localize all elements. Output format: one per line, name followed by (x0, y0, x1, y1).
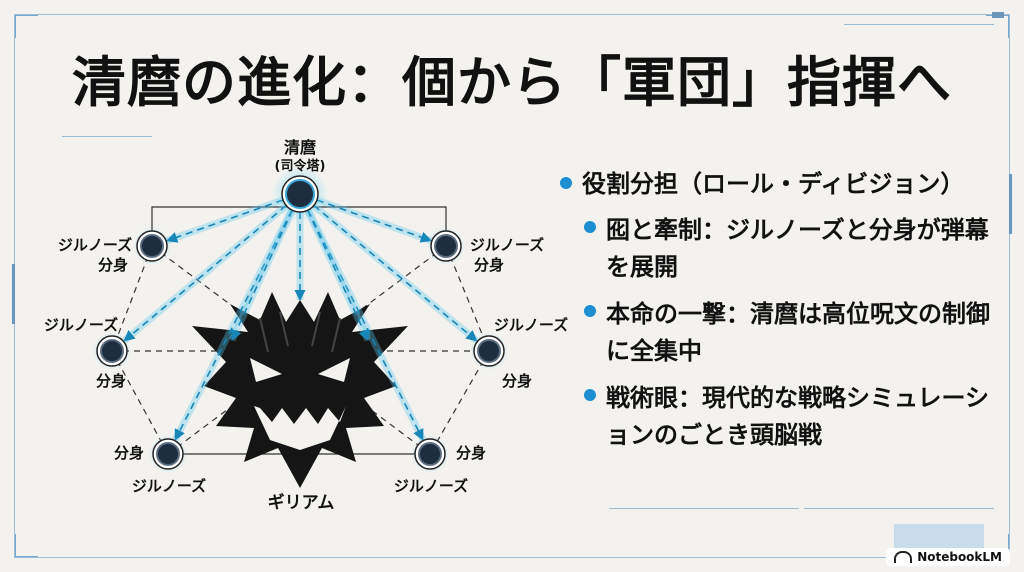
bullet-main: 役割分担（ロール・ディビジョン） (560, 168, 1000, 200)
frame-accent-left (12, 264, 15, 324)
bullet-dot (560, 177, 572, 189)
clone-upper-right-line1: ジルノーズ (469, 236, 545, 254)
bullet-dot (584, 389, 596, 401)
clone-node-mid-left (100, 339, 124, 363)
clone-lower-right-line2: ジルノーズ (393, 477, 469, 495)
clone-lower-left-line2: ジルノーズ (131, 477, 207, 495)
beam-upper-right (316, 199, 432, 243)
frame-corner-tl (14, 14, 38, 38)
army-diagram (93, 166, 508, 488)
bullet-dot (584, 305, 596, 317)
clone-lower-left-line1: 分身 (113, 444, 144, 462)
clone-mid-right-line1: ジルノーズ (493, 316, 569, 334)
hud-panel-bottom-right (894, 508, 994, 509)
notebooklm-logo: NotebookLM (886, 548, 1010, 566)
diagram-nodes (93, 166, 508, 473)
bullet-dot (584, 221, 596, 233)
clone-mid-left-line2: 分身 (95, 372, 126, 390)
logo-text: NotebookLM (917, 550, 1002, 564)
clone-node-mid-right (477, 339, 501, 363)
hud-panel-bottom-mid (804, 508, 904, 509)
commander-role: (司令塔) (274, 159, 326, 174)
commander-node (285, 179, 315, 209)
beam-to-enemy-left-glow (228, 208, 296, 342)
frame-bottom-line (14, 557, 1010, 558)
beam-to-enemy-right-glow (304, 208, 372, 342)
clone-upper-left-line1: ジルノーズ (57, 236, 133, 254)
clone-lower-right-line1: 分身 (455, 444, 486, 462)
clone-mid-left-line1: ジルノーズ (43, 316, 119, 334)
frame-accent-right (1009, 174, 1012, 234)
bullet-sub-text-3: 戦術眼：現代的な戦略シミュレーションのごとき頭脳戦 (606, 384, 990, 449)
notebooklm-logo-icon (894, 551, 913, 563)
bullet-list: 役割分担（ロール・ディビジョン） 囮と牽制：ジルノーズと分身が弾幕を展開 本命の… (560, 168, 1000, 454)
clone-node-lower-right (418, 442, 442, 466)
clone-mid-right-line2: 分身 (501, 372, 532, 390)
page-title: 清麿の進化：個から「軍団」指揮へ (72, 51, 952, 114)
bullet-sub-text-1: 囮と牽制：ジルノーズと分身が弾幕を展開 (606, 216, 989, 281)
frame-right-line (1009, 14, 1010, 558)
clone-upper-left-line2: 分身 (97, 256, 128, 274)
enemy-silhouette (192, 292, 408, 488)
hud-panel-bottom-left (609, 508, 799, 509)
beam-upper-left (166, 199, 284, 243)
frame-top-line (14, 14, 1010, 15)
bullet-main-text: 役割分担（ロール・ディビジョン） (582, 170, 965, 198)
clone-upper-right-line2: 分身 (473, 256, 504, 274)
beam-mid-right-glow (311, 202, 479, 344)
command-beams (122, 196, 479, 442)
enemy-name: ギリアム (267, 493, 335, 513)
hud-frame (12, 12, 1012, 558)
clone-node-upper-right (434, 234, 458, 258)
commander-name: 清麿 (283, 138, 316, 157)
clone-node-lower-left (156, 442, 180, 466)
bullet-sub-1: 囮と牽制：ジルノーズと分身が弾幕を展開 (584, 212, 1000, 286)
hud-panel-top-right (844, 24, 994, 25)
clone-node-upper-left (140, 234, 164, 258)
beam-mid-left-glow (122, 202, 289, 344)
frame-accent-top-right (992, 12, 1004, 18)
hud-panel-fill (894, 524, 984, 550)
beam-lower-left (174, 209, 293, 441)
bullet-sub-2: 本命の一撃：清麿は高位呪文の制御に全集中 (584, 296, 1000, 370)
hud-panel-left-top (62, 136, 152, 137)
bullet-sub-text-2: 本命の一撃：清麿は高位呪文の制御に全集中 (606, 300, 990, 365)
beam-lower-right (307, 209, 424, 441)
bullet-sub-3: 戦術眼：現代的な戦略シミュレーションのごとき頭脳戦 (584, 380, 1000, 454)
